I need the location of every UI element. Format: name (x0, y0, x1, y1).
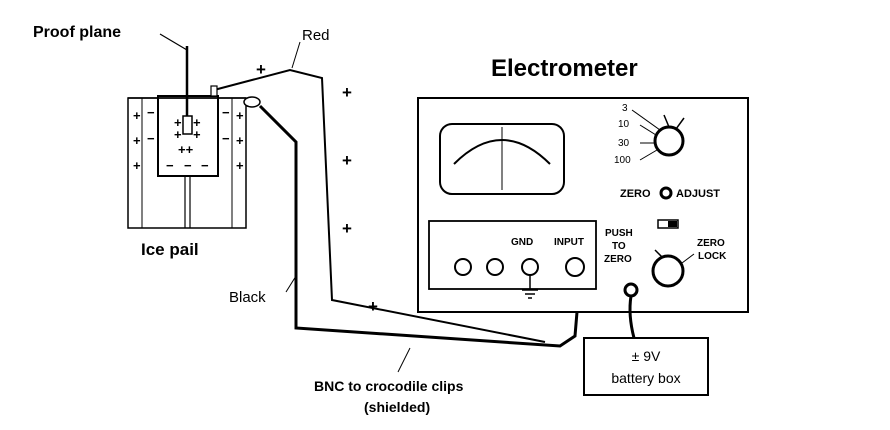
gnd-label: GND (511, 237, 533, 248)
slide-switch-thumb (668, 221, 677, 227)
wire-charges: + + + + + (256, 60, 378, 316)
charge-minus: − (222, 131, 230, 146)
electrometer-body: 3 10 30 100 ZERO ADJUST GND INPUT PUSH T… (417, 97, 749, 313)
bnc-label-line2: (shielded) (364, 399, 430, 415)
zero-adjust-label-right: ADJUST (676, 188, 720, 200)
charge-plus: + (174, 127, 182, 142)
terminal-jack[interactable] (486, 258, 504, 276)
push-to-zero-button[interactable] (623, 282, 639, 298)
range-mark: 10 (618, 119, 630, 130)
charge-minus: − (201, 158, 209, 173)
red-wire-leader (291, 41, 301, 69)
black-wire-label: Black (229, 289, 266, 306)
range-dial-knob[interactable] (653, 125, 685, 157)
proof-plane-label: Proof plane (33, 24, 121, 41)
push-to-zero-label-1: PUSH (605, 228, 633, 239)
charge-minus: − (222, 105, 230, 120)
gnd-jack[interactable] (521, 258, 539, 276)
push-to-zero-label-2: TO (612, 241, 626, 252)
proof-plane-leader (159, 33, 188, 51)
red-wire-label: Red (302, 27, 330, 44)
red-clip (210, 85, 218, 97)
charge-plus: + (193, 127, 201, 142)
input-label: INPUT (554, 237, 584, 248)
battery-lead (628, 295, 636, 339)
bnc-label-line1: BNC to crocodile clips (314, 378, 464, 394)
input-jack[interactable] (565, 257, 585, 277)
range-mark: 100 (614, 155, 631, 166)
charge-plus: + (236, 108, 244, 123)
zero-adjust-knob[interactable] (659, 186, 673, 200)
zero-adjust-label-left: ZERO (620, 188, 651, 200)
screen-trace (453, 139, 551, 165)
electrometer-case (417, 97, 749, 313)
charge-minus: − (147, 131, 155, 146)
black-clip (243, 96, 261, 108)
range-mark: 3 (622, 103, 628, 114)
charge-double-plus: ++ (178, 142, 194, 157)
charge-plus: + (342, 219, 352, 238)
charge-minus: − (147, 105, 155, 120)
zero-lock-knob[interactable] (651, 254, 685, 288)
charge-plus: + (256, 60, 266, 79)
black-wire-leader (285, 275, 297, 293)
input-panel (428, 220, 597, 290)
ice-pail-label: Ice pail (141, 240, 199, 259)
charge-plus: + (342, 151, 352, 170)
zero-lock-label-1: ZERO (697, 238, 725, 249)
proof-plane-disc (182, 115, 193, 135)
battery-label-line2: battery box (611, 370, 680, 386)
charge-plus: + (133, 133, 141, 148)
charge-plus: + (193, 115, 201, 130)
charge-plus: + (133, 108, 141, 123)
terminal-jack[interactable] (454, 258, 472, 276)
battery-box (583, 337, 709, 396)
bnc-leader (397, 347, 411, 373)
range-mark: 30 (618, 138, 630, 149)
oscilloscope-screen (439, 123, 565, 195)
charge-plus: + (368, 297, 378, 316)
pail-charges: + + + + + + − − − − − − − + + + + ++ (133, 105, 244, 173)
battery-label-line1: ± 9V (632, 348, 661, 364)
electrometer-title: Electrometer (491, 55, 638, 82)
charge-plus: + (236, 133, 244, 148)
charge-minus: − (184, 158, 192, 173)
charge-plus: + (342, 83, 352, 102)
red-wire (213, 68, 546, 343)
charge-minus: − (166, 158, 174, 173)
charge-plus: + (174, 115, 182, 130)
zero-lock-label-2: LOCK (698, 251, 727, 262)
proof-plane (182, 46, 193, 135)
charge-plus: + (236, 158, 244, 173)
charge-plus: + (133, 158, 141, 173)
push-to-zero-label-3: ZERO (604, 254, 632, 265)
